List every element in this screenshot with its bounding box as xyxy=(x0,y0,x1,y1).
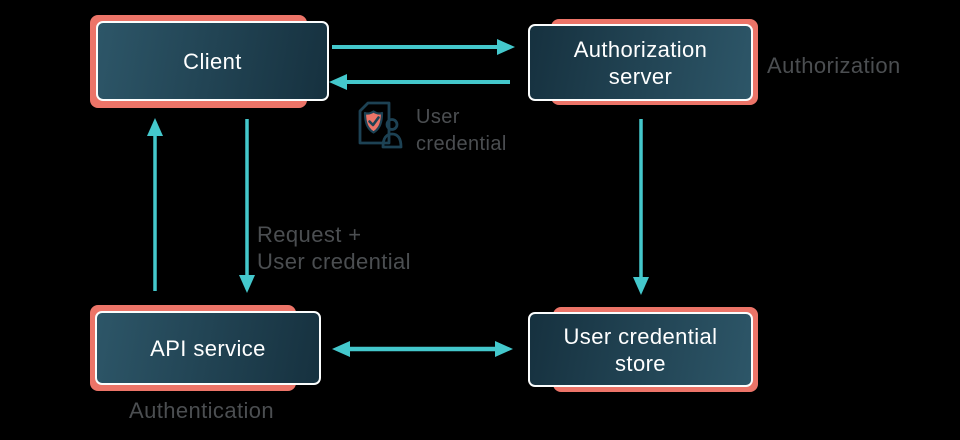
arrow-api-service-to-user-credential-store-bidirectional xyxy=(332,341,513,357)
node-user-credential-store-label: User credential store xyxy=(563,323,718,376)
person-body-icon xyxy=(381,132,403,149)
check-icon xyxy=(368,116,380,127)
node-api-service-label: API service xyxy=(150,335,266,361)
request-user-credential-label: Request + User credential xyxy=(257,222,411,274)
authorization-label: Authorization xyxy=(767,53,901,78)
node-client: Client xyxy=(96,21,329,101)
node-user-credential-store: User credential store xyxy=(528,312,753,387)
arrow-client-to-authorization-server xyxy=(332,39,515,55)
arrow-authorization-server-to-user-credential-store xyxy=(633,119,649,295)
user-credential-label: User credential xyxy=(416,106,507,155)
authentication-label: Authentication xyxy=(129,398,275,423)
node-api-service: API service xyxy=(95,311,321,385)
arrow-authorization-server-to-client xyxy=(329,74,510,90)
node-authorization-server-label: Authorization server xyxy=(573,36,708,89)
node-authorization-server: Authorization server xyxy=(528,24,753,101)
person-head-icon xyxy=(385,118,399,131)
arrow-client-to-api-service xyxy=(239,119,255,293)
document-icon xyxy=(358,101,391,145)
user-credential-icon xyxy=(358,101,403,149)
shield-icon xyxy=(363,110,384,134)
node-client-label: Client xyxy=(183,48,242,74)
arrow-api-service-to-client xyxy=(147,118,163,291)
